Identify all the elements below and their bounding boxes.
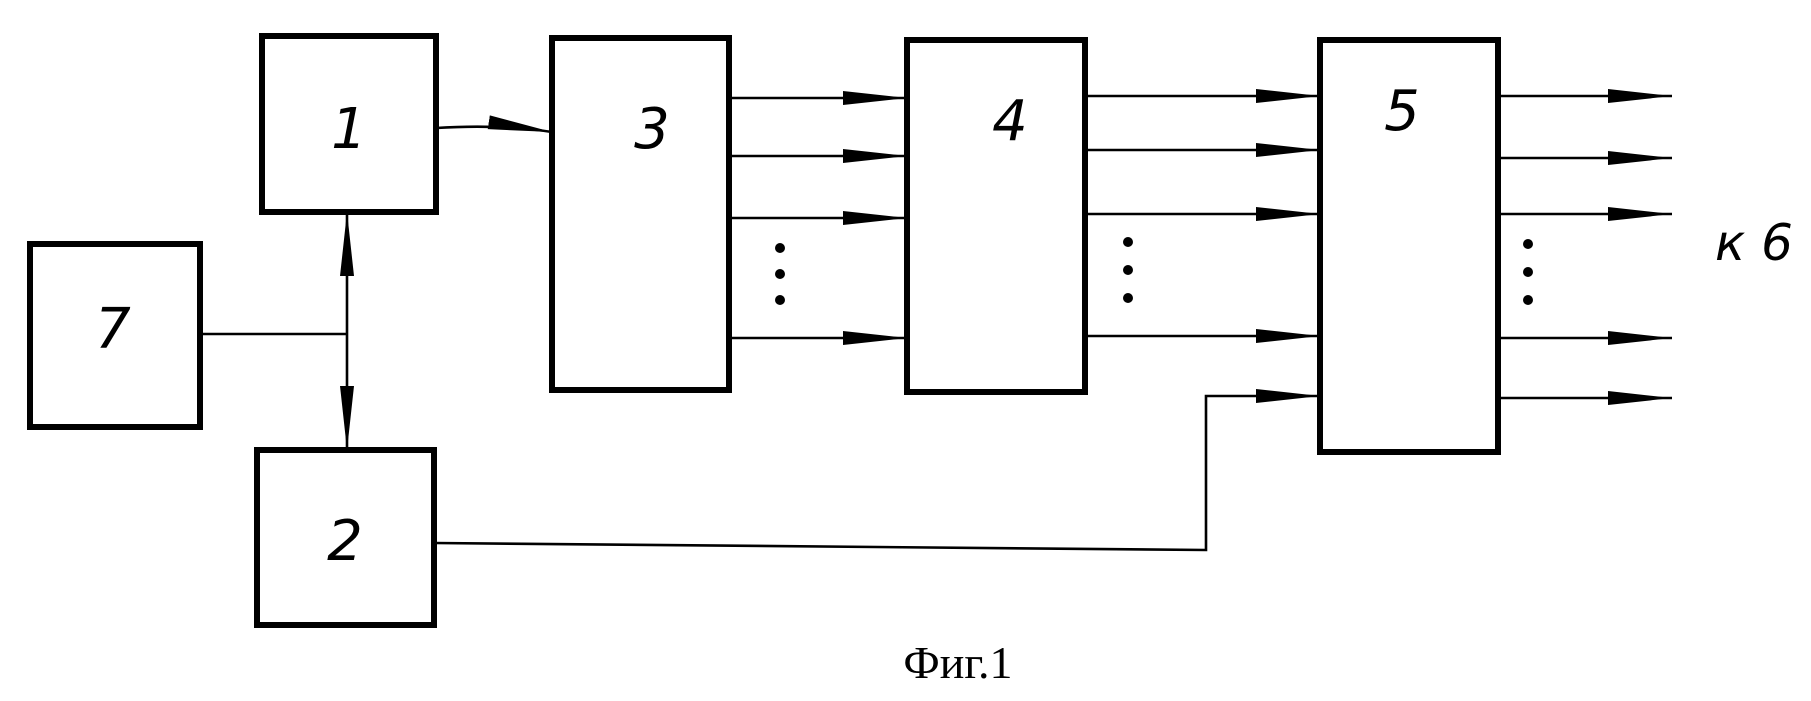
ellipsis-outputs: [1523, 239, 1533, 305]
block-4-label: 4: [992, 89, 1028, 154]
block-4: 4: [907, 40, 1085, 392]
ellipsis-3-4: [775, 243, 785, 305]
block-5: 5: [1320, 40, 1498, 452]
ellipsis-4-5: [1123, 237, 1133, 303]
figure-caption: Фиг.1: [903, 637, 1012, 688]
arrow-2-to-5: [434, 396, 1320, 550]
block-3-label: 3: [634, 97, 670, 162]
block-7: 7: [30, 244, 200, 427]
block-7-label: 7: [95, 297, 131, 362]
output-label: к 6: [1715, 214, 1793, 272]
block-2-label: 2: [327, 509, 363, 574]
arrow-1-to-3: [436, 127, 552, 132]
block-5-label: 5: [1384, 79, 1420, 144]
block-1: 1: [262, 36, 436, 212]
block-1-label: 1: [331, 97, 367, 162]
block-3: 3: [552, 38, 729, 390]
block-2: 2: [257, 450, 434, 625]
